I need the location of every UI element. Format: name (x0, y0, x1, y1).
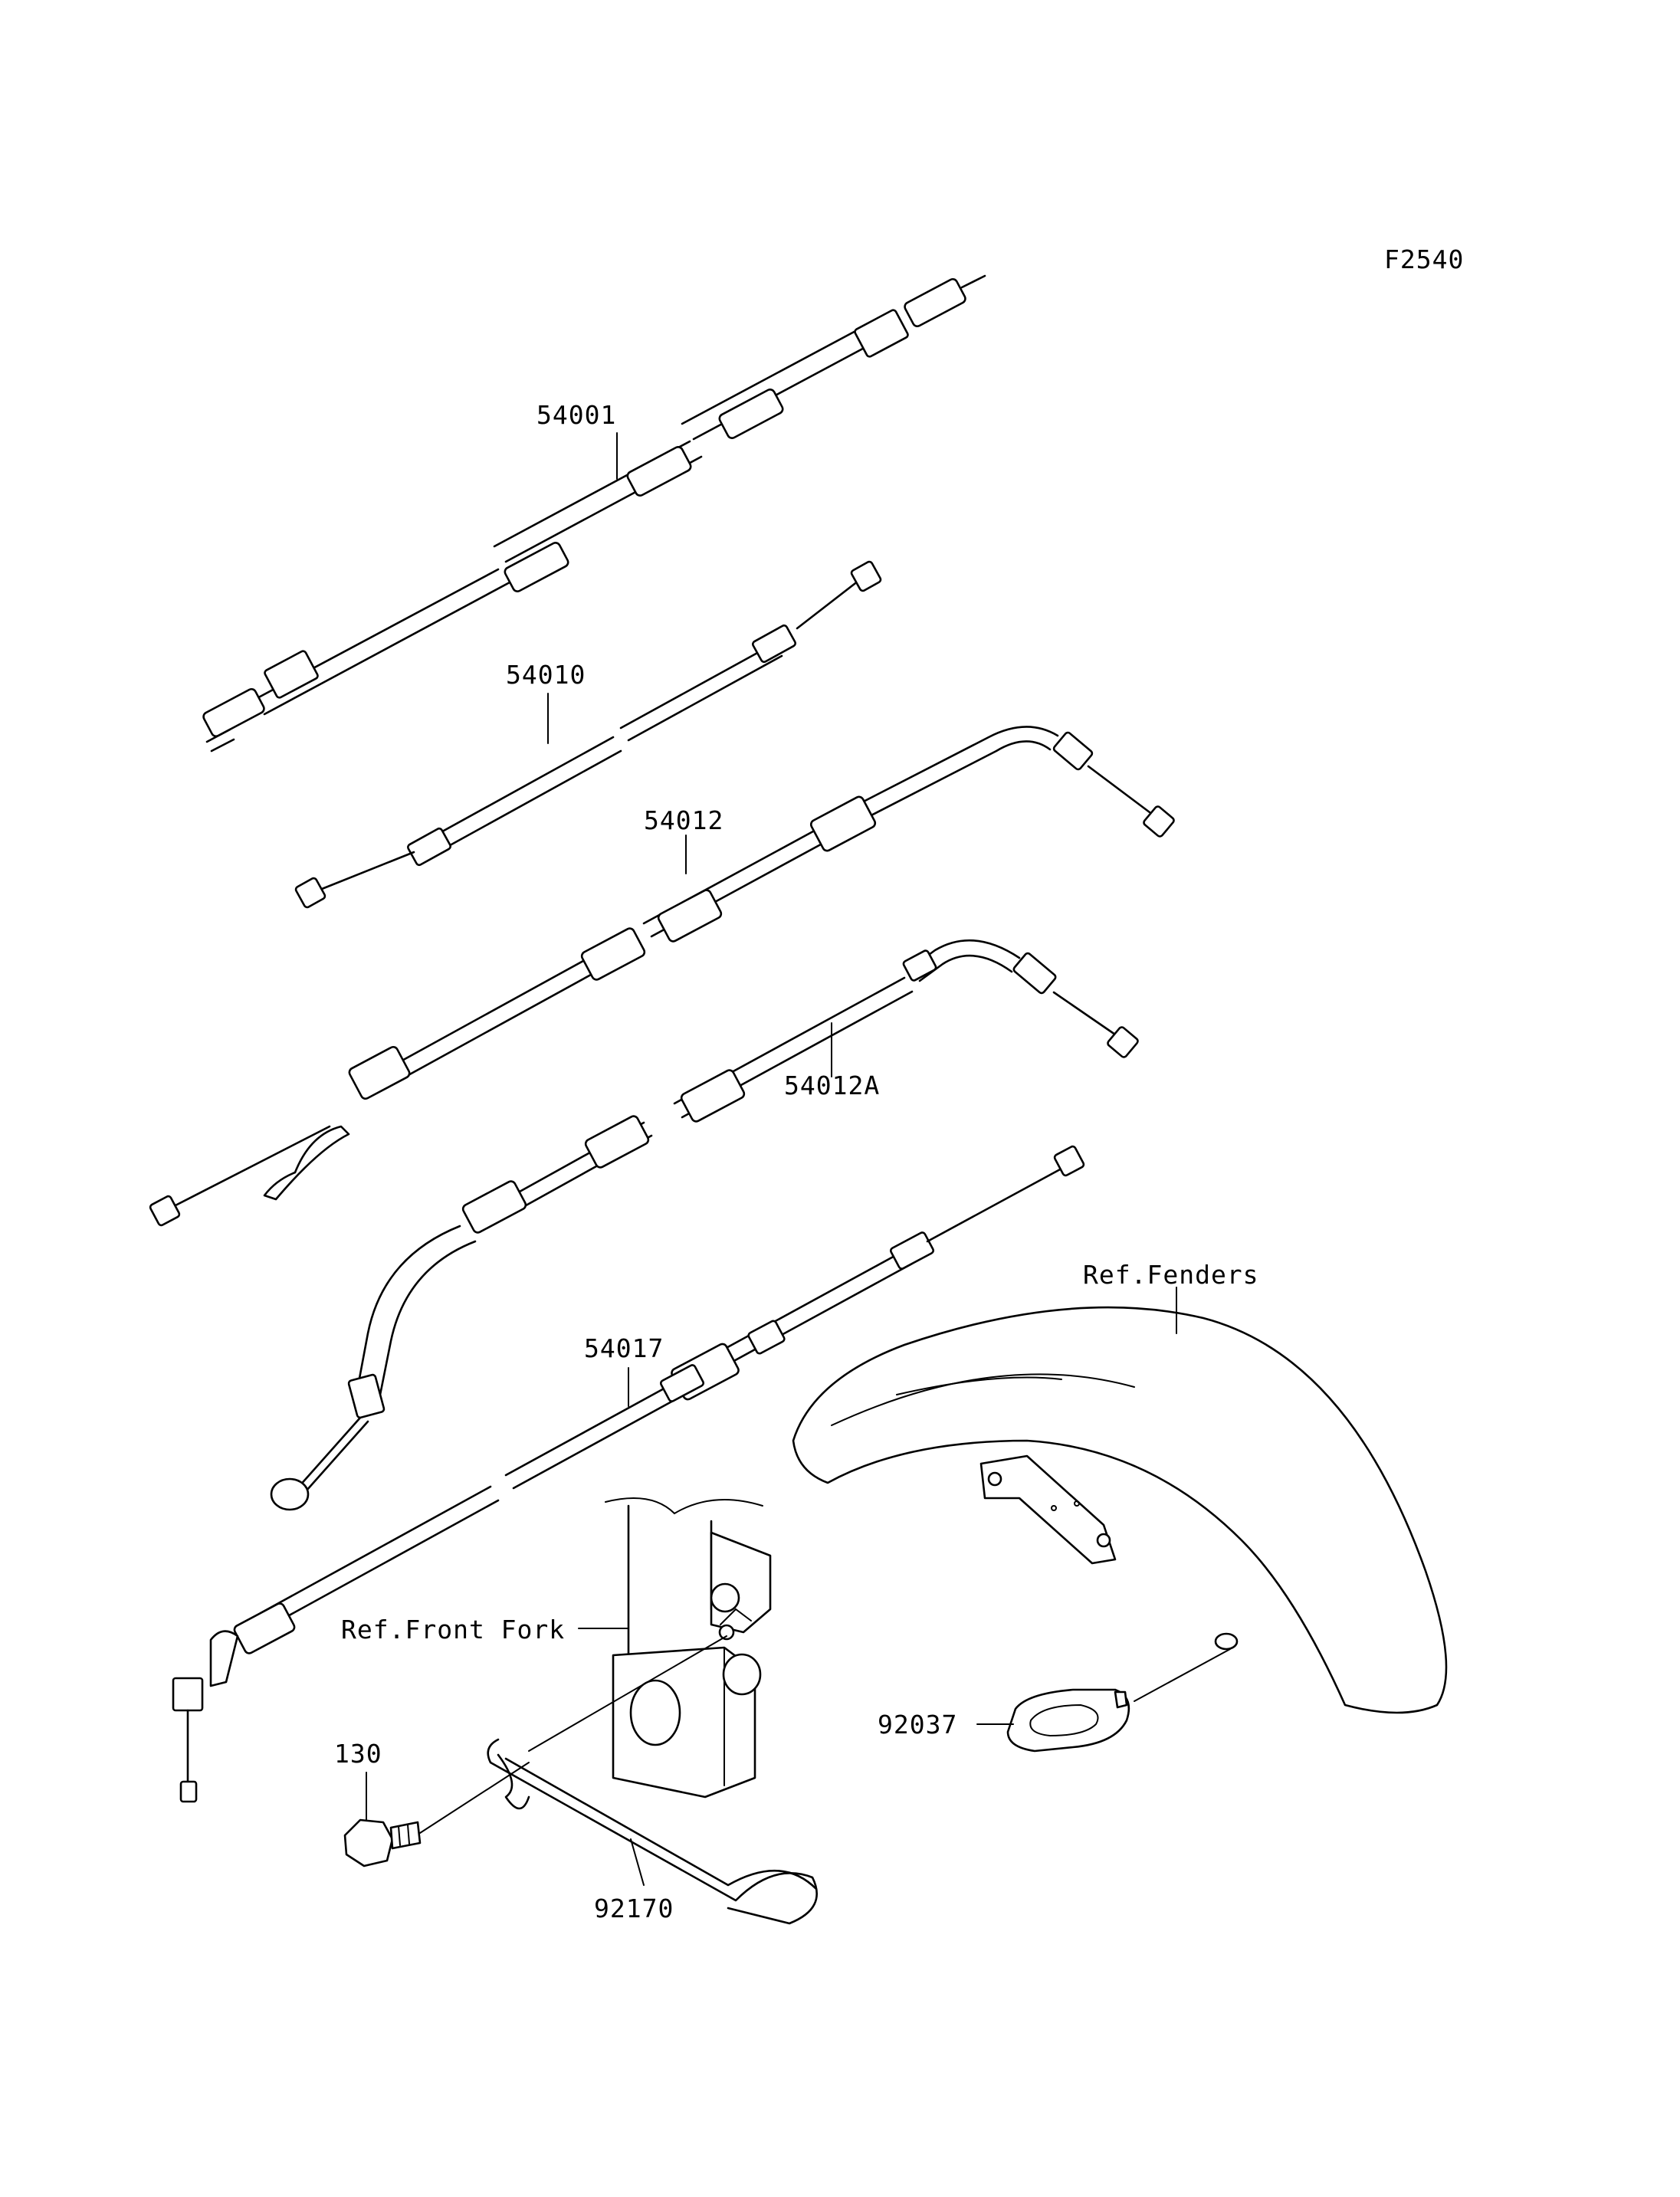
figure-code: F2540 (1384, 244, 1464, 274)
label-54010[interactable]: 54010 (506, 660, 586, 690)
cable-54012-drawing[interactable] (149, 726, 1175, 1227)
label-54012[interactable]: 54012 (644, 805, 724, 835)
clamp-92170-drawing[interactable] (487, 1635, 818, 1925)
label-54001[interactable]: 54001 (536, 400, 616, 430)
ref-front-fork-label[interactable]: Ref.Front Fork (341, 1615, 565, 1644)
label-54012a[interactable]: 54012A (784, 1071, 880, 1100)
label-92170[interactable]: 92170 (594, 1894, 674, 1923)
cable-54017-drawing[interactable] (172, 1145, 1085, 1803)
ref-fenders-label[interactable]: Ref.Fenders (1083, 1260, 1259, 1290)
cable-54012a-drawing[interactable] (270, 939, 1139, 1511)
front-fork-drawing (578, 1497, 772, 1799)
label-54017[interactable]: 54017 (584, 1333, 664, 1363)
bolt-130-drawing[interactable] (343, 1762, 530, 1867)
grommet-92037-drawing[interactable] (976, 1688, 1130, 1753)
label-92037[interactable]: 92037 (878, 1710, 957, 1740)
cable-54001-drawing[interactable] (202, 274, 986, 753)
cable-54010-drawing[interactable] (294, 560, 882, 909)
fender-drawing (792, 1287, 1448, 1714)
label-130[interactable]: 130 (334, 1739, 382, 1769)
